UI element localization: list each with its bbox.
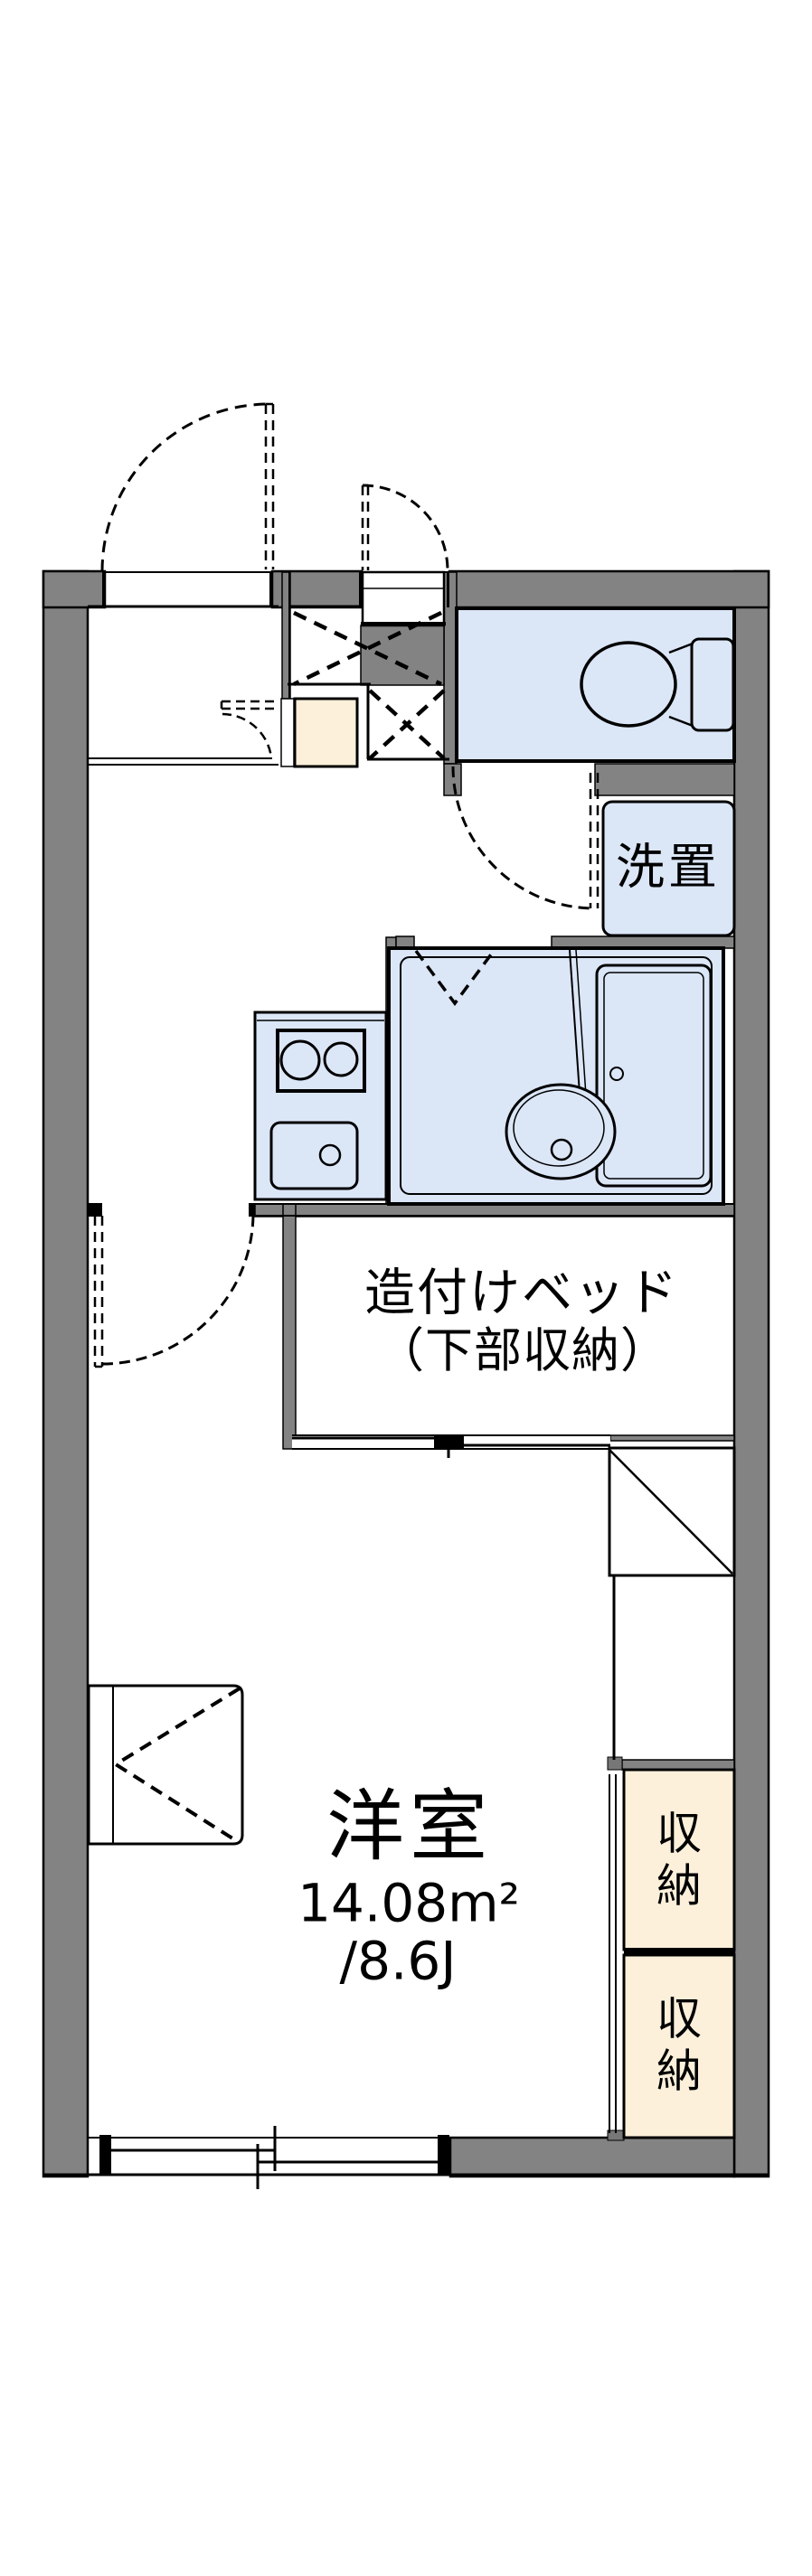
- bed-label-line1: 造付けベッド: [364, 1264, 679, 1323]
- closet-jamb-right: [447, 571, 449, 607]
- wall-room-door-jamb-left: [88, 1204, 102, 1217]
- overhead-storage-x-marks: [293, 610, 446, 760]
- room-area-jo: /8.6J: [339, 1930, 457, 1992]
- toilet-tank: [690, 637, 735, 732]
- storage-upper-label: 収納: [656, 1807, 702, 1912]
- unit-bath: [387, 946, 725, 1206]
- room-name: 洋室: [326, 1781, 493, 1872]
- shoe-cabinet: [293, 697, 359, 768]
- bed-label-line2: （下部収納）: [376, 1323, 669, 1379]
- wall-bottom-seg: [448, 2136, 736, 2178]
- wall-top-seg1: [42, 569, 107, 609]
- bath-folding-door: [414, 949, 496, 1006]
- genkan-door-gap: [280, 698, 295, 767]
- bathtub: [595, 964, 713, 1188]
- window-frame-right: [438, 2135, 449, 2175]
- sliding-window: [43, 2126, 769, 2189]
- toilet-room: [455, 606, 736, 763]
- wall-bed-bottom-right: [609, 1434, 735, 1442]
- stove: [276, 1029, 366, 1093]
- shoe-cabinet-door-swing: [220, 700, 277, 758]
- genkan-area: [220, 570, 449, 768]
- storage-closets: [609, 1768, 736, 2139]
- kitchen-sink: [269, 1121, 359, 1190]
- exterior-closet-door-swing: [361, 484, 449, 571]
- wall-shelf-bottom: [621, 1759, 735, 1771]
- corner-shelf-unit: [608, 1446, 736, 1760]
- toilet-bowl: [580, 641, 677, 728]
- wall-room-door-jamb-right: [249, 1204, 255, 1217]
- storage-upper-box: [622, 1768, 736, 1951]
- wall-toilet-bottom-left: [443, 763, 462, 796]
- wall-right: [732, 569, 770, 2178]
- sink-drain: [318, 1143, 342, 1167]
- kitchen-counter: [253, 1011, 388, 1201]
- storage-lower-box: [622, 1953, 736, 2139]
- stove-burner-left: [279, 1039, 321, 1081]
- desk-chevron: [112, 1687, 241, 1843]
- wall-bedroom-top: [254, 1203, 735, 1217]
- toilet: [580, 637, 735, 732]
- wall-toilet-bottom-right: [594, 763, 735, 796]
- wall-top-seg3: [448, 569, 770, 609]
- desk-unit: [87, 1684, 244, 1846]
- room-area-m2: 14.08m²: [297, 1872, 520, 1934]
- wall-toilet-left: [443, 571, 458, 765]
- wall-bed-left: [282, 1203, 297, 1450]
- entrance-door-swing: [100, 402, 275, 572]
- wall-left: [42, 569, 90, 2178]
- shower-basin: [505, 1083, 617, 1180]
- closet-jamb-left: [359, 571, 362, 607]
- built-in-bed: [292, 1434, 610, 1458]
- toilet-door-swing: [451, 766, 600, 910]
- entrance-jamb-right: [269, 571, 272, 607]
- wall-under-exterior-closet: [360, 625, 445, 686]
- laundry-label: 洗置: [616, 838, 721, 896]
- stove-burner-right: [323, 1041, 359, 1077]
- outer-walls: [42, 569, 770, 2178]
- washing-machine-space: [601, 800, 736, 937]
- room-door-swing: [93, 1212, 255, 1368]
- window-frame-left: [99, 2135, 111, 2175]
- entrance-jamb-left: [102, 571, 105, 607]
- storage-lower-label: 収納: [656, 1992, 702, 2097]
- storage-divider: [624, 1948, 734, 1955]
